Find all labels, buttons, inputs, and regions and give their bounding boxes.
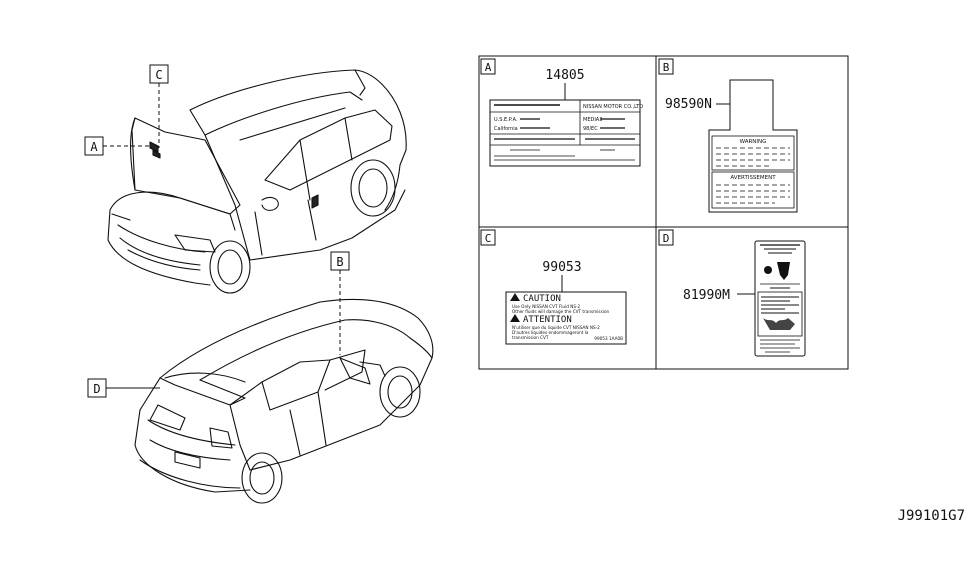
svg-text:A: A: [485, 61, 492, 74]
svg-text:A: A: [90, 140, 98, 154]
svg-text:D: D: [663, 232, 670, 245]
svg-text:99053 1AA0B: 99053 1AA0B: [594, 336, 623, 341]
svg-text:Use Only NISSAN CVT Fluid NS-2: Use Only NISSAN CVT Fluid NS-2: [512, 304, 581, 309]
svg-text:CAUTION: CAUTION: [523, 294, 561, 304]
svg-text:AVERTISSEMENT: AVERTISSEMENT: [730, 175, 776, 181]
part-number-99053: 99053: [542, 260, 581, 275]
diagram-code: J99101G7: [898, 508, 965, 524]
svg-text:C: C: [485, 232, 492, 245]
svg-text:transmission CVT: transmission CVT: [512, 335, 549, 340]
svg-text:D: D: [93, 382, 100, 396]
warning-tag-label-b: WARNING AVERTISSEMENT: [708, 79, 798, 213]
panel-c: C 99053 CAUTION Use Only NISSAN CVT Flui…: [480, 229, 627, 345]
svg-text:WARNING: WARNING: [740, 139, 767, 145]
part-number-14805: 14805: [545, 68, 584, 83]
svg-text:California: California: [494, 126, 518, 132]
svg-text:D'autres liquides endommageron: D'autres liquides endommageront la: [512, 330, 589, 335]
tire-information-label-d: [754, 240, 806, 357]
label-panels-grid: [478, 55, 849, 370]
svg-text:NISSAN MOTOR CO.,LTD: NISSAN MOTOR CO.,LTD: [583, 104, 643, 110]
callout-a-front: A: [84, 136, 152, 156]
svg-text:98/EC: 98/EC: [583, 126, 598, 132]
car-front-illustration: [107, 69, 407, 294]
callout-b-rear: B: [330, 251, 350, 355]
cvt-fluid-caution-label-c: CAUTION Use Only NISSAN CVT Fluid NS-2 O…: [505, 291, 627, 345]
svg-text:B: B: [336, 255, 343, 269]
emission-label-a: NISSAN MOTOR CO.,LTD U.S.E.P.A. MEDIA3 C…: [489, 99, 643, 167]
svg-text:MEDIA3: MEDIA3: [583, 117, 602, 123]
callout-d-rear: D: [87, 378, 160, 398]
svg-text:C: C: [155, 68, 162, 82]
svg-text:U.S.E.P.A.: U.S.E.P.A.: [494, 117, 518, 123]
panel-d: D 81990M: [658, 229, 806, 357]
svg-text:N'utiliser que du liquide CVT: N'utiliser que du liquide CVT NISSAN NS-…: [512, 325, 600, 330]
callout-c-front: C: [149, 64, 169, 148]
svg-text:B: B: [663, 61, 670, 74]
car-rear-illustration: [134, 298, 434, 504]
svg-text:ATTENTION: ATTENTION: [523, 315, 572, 325]
part-number-81990m: 81990M: [683, 288, 730, 303]
panel-b: B 98590N WARNING AVERTISSEMENT: [658, 58, 798, 213]
part-number-98590n: 98590N: [665, 97, 712, 112]
panel-a: A 14805 NISSAN MOTOR CO.,LTD U.S.E.P.A. …: [480, 58, 643, 167]
svg-text:Other fluids will damage the C: Other fluids will damage the CVT transmi…: [512, 309, 610, 314]
